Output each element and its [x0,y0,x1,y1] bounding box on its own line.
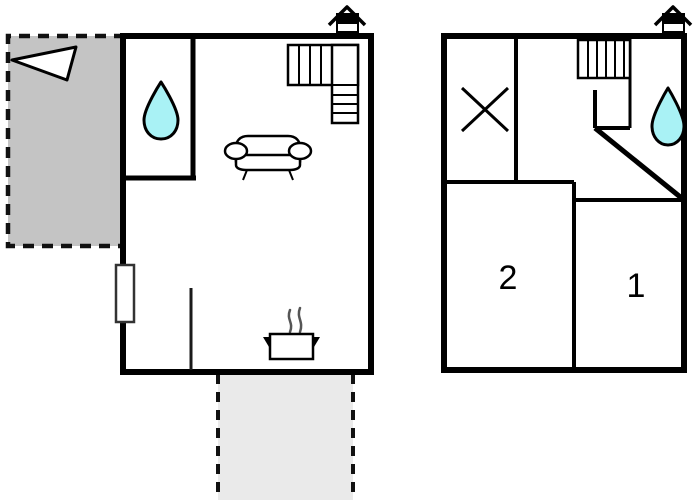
terrace-dashed-outline [5,33,125,249]
entrance-body-bottom [662,22,685,33]
patio-fill [218,372,353,500]
staircase-icon [576,38,632,80]
cooking-pot-icon [263,306,320,361]
ground-floor-group [5,5,374,500]
room-label-2: 2 [499,259,518,297]
entrance-house-icon [653,5,693,33]
diagonal-wall [593,126,686,202]
steam-wisp-right [297,306,303,334]
sofa-leg-right [288,169,294,181]
cross-stroke-b [460,86,510,133]
water-drop-shape [142,80,180,141]
pot-body [268,332,315,361]
sofa-icon [223,134,313,181]
water-drop-icon [650,86,686,147]
sofa-seat [234,153,302,172]
steam-wisp-left [287,308,293,334]
staircase-icon [286,43,360,125]
terrace-area [5,33,125,249]
water-drop-shape [650,86,686,147]
door-icon [114,263,136,324]
entrance-body-bottom [336,22,359,33]
stair-run [576,38,632,80]
awning-triangle-icon [10,45,78,82]
door-leaf [114,263,136,324]
entrance-house-icon [327,5,367,33]
ground-floor-walls [120,33,374,375]
room-label-1: 1 [627,267,646,305]
water-drop-icon [142,80,180,141]
upper-floor-group: 2 1 [441,5,693,373]
upper-floor-outer-wall [441,33,687,373]
cross-mark-icon [460,86,510,133]
sofa-armrest-left [223,141,249,161]
sofa-armrest-right [287,141,313,161]
ground-floor-outer-wall [120,33,374,375]
patio-area [216,372,355,500]
sofa-leg-left [242,169,248,181]
